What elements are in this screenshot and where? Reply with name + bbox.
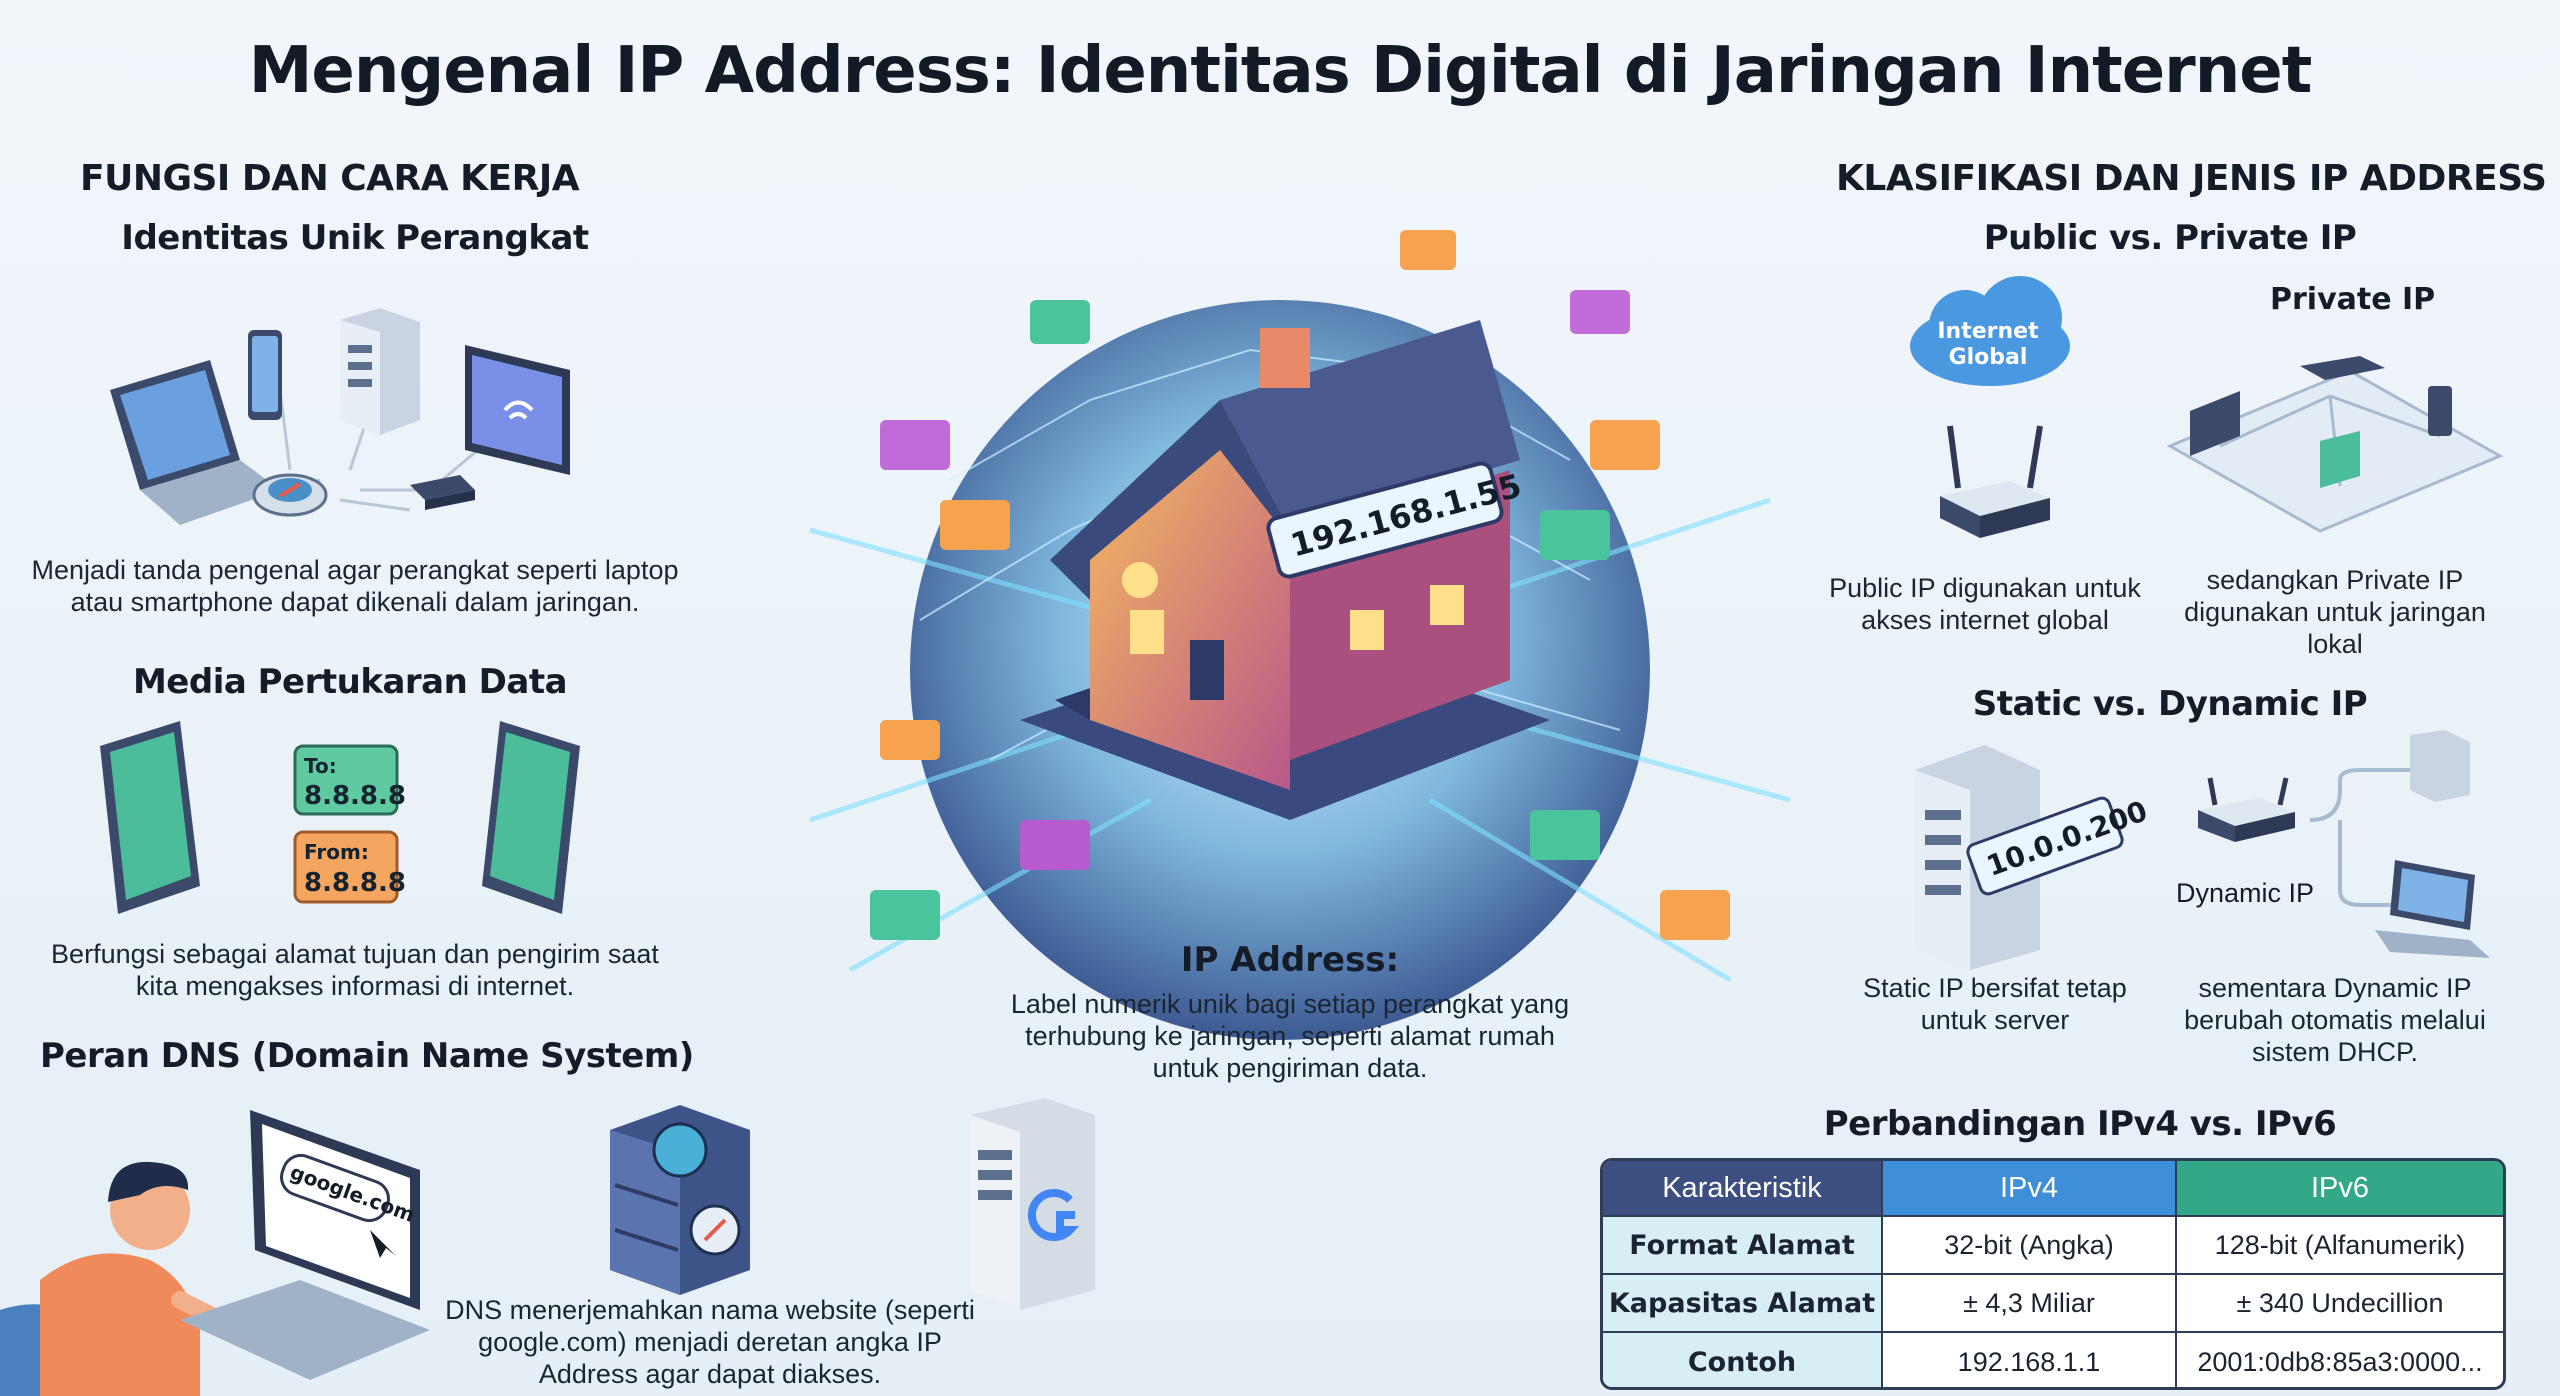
monitor-icon xyxy=(465,345,570,475)
tablet-right-icon xyxy=(482,721,580,914)
google-icon xyxy=(1027,1189,1080,1241)
private-router-icon xyxy=(2300,356,2385,380)
public-private-title: Public vs. Private IP xyxy=(1983,218,2357,258)
dns-illustration: google.com xyxy=(0,1098,1095,1396)
phone-icon xyxy=(2428,386,2452,436)
dynamic-ip-label: Dynamic IP xyxy=(2176,878,2315,908)
laptop-icon xyxy=(110,360,280,525)
public-private-illustration: Internet Global xyxy=(1910,276,2504,538)
static-ip-desc: Static IP bersifat tetap untuk server xyxy=(1863,973,2127,1035)
table-row-label: Contoh xyxy=(1603,1333,1883,1387)
devices-illustration xyxy=(110,308,570,525)
public-router-icon xyxy=(1940,425,2050,538)
right-section-heading: KLASIFIKASI DAN JENIS IP ADDRESS xyxy=(1836,158,2547,199)
to-packet: To: 8.8.8.8 xyxy=(293,744,406,816)
laptop-icon xyxy=(2190,391,2240,456)
ipv4-ipv6-comparison-table: Karakteristik IPv4 IPv6 Format Alamat 32… xyxy=(1600,1158,2506,1390)
cloud-icon: Internet Global xyxy=(1910,276,2070,386)
ip-address-caption-desc: Label numerik unik bagi setiap perangkat… xyxy=(1010,989,1570,1083)
public-ip-desc: Public IP digunakan untuk akses internet… xyxy=(1829,573,2141,635)
private-ip-desc: sedangkan Private IP digunakan untuk jar… xyxy=(2184,565,2486,659)
tablet-left-icon xyxy=(100,721,200,914)
identitas-desc: Menjadi tanda pengenal agar perangkat se… xyxy=(31,555,679,617)
to-ip: 8.8.8.8 xyxy=(304,781,406,811)
laptop-icon: google.com xyxy=(180,1110,430,1380)
from-label: From: xyxy=(304,840,369,864)
table-cell-ipv4: ± 4,3 Miliar xyxy=(1883,1275,2177,1333)
table-row-label: Format Alamat xyxy=(1603,1217,1883,1275)
static-dynamic-title: Static vs. Dynamic IP xyxy=(1972,684,2368,724)
router-compass-icon xyxy=(252,473,328,517)
table-cell-ipv6: 2001:0db8:85a3:0000... xyxy=(2197,1346,2483,1377)
dns-title: Peran DNS (Domain Name System) xyxy=(40,1036,694,1076)
table-cell-ipv4: 192.168.1.1 xyxy=(1883,1333,2177,1387)
table-header-ipv4: IPv4 xyxy=(1883,1161,2177,1217)
dynamic-ip-desc: sementara Dynamic IP berubah otomatis me… xyxy=(2184,973,2486,1067)
cloud-text-line1: Internet xyxy=(1937,319,2039,344)
page-title: Mengenal IP Address: Identitas Digital d… xyxy=(248,34,2313,108)
to-label: To: xyxy=(304,754,337,778)
chimney xyxy=(1260,328,1310,388)
media-illustration: To: 8.8.8.8 From: 8.8.8.8 xyxy=(100,721,580,914)
dns-desc: DNS menerjemahkan nama website (seperti … xyxy=(445,1295,975,1389)
table-header-karakteristik: Karakteristik xyxy=(1603,1161,1883,1217)
left-section-heading: FUNGSI DAN CARA KERJA xyxy=(80,158,580,199)
ip-address-caption-title: IP Address: xyxy=(1180,940,1400,980)
table-cell-ipv4: 32-bit (Angka) xyxy=(1883,1217,2177,1275)
identitas-title: Identitas Unik Perangkat xyxy=(121,218,589,258)
server-icon xyxy=(340,308,420,435)
private-network-icon xyxy=(2166,356,2504,533)
pc-icon xyxy=(2320,431,2360,488)
table-header-ipv6: IPv6 xyxy=(2177,1161,2503,1217)
media-desc: Berfungsi sebagai alamat tujuan dan peng… xyxy=(51,939,659,1001)
comparison-title: Perbandingan IPv4 vs. IPv6 xyxy=(1823,1104,2337,1144)
dynamic-router-icon xyxy=(2198,777,2295,842)
table-cell-ipv6: ± 340 Undecillion xyxy=(2177,1275,2503,1333)
from-packet: From: 8.8.8.8 xyxy=(293,830,406,904)
floating-packets xyxy=(870,230,1730,940)
ip-globe-illustration: 192.168.1.55 xyxy=(809,230,1791,1040)
google-server-icon xyxy=(970,1098,1095,1310)
house-icon xyxy=(1020,320,1550,820)
hub-icon xyxy=(410,475,475,510)
dns-server-icon xyxy=(610,1105,750,1295)
table-cell-ipv6: 128-bit (Alfanumerik) xyxy=(2177,1217,2503,1275)
media-title: Media Pertukaran Data xyxy=(132,662,568,702)
dynamic-server-icon xyxy=(2410,730,2470,802)
user-at-laptop xyxy=(0,1161,249,1396)
from-ip: 8.8.8.8 xyxy=(304,868,406,898)
smartphone-icon xyxy=(248,330,282,420)
cloud-text-line2: Global xyxy=(1949,345,2028,370)
static-dynamic-illustration: 10.0.0.200 xyxy=(1915,730,2490,970)
table-row-label: Kapasitas Alamat xyxy=(1603,1275,1883,1333)
globe-icon xyxy=(652,1122,708,1178)
dynamic-laptop-icon xyxy=(2375,860,2490,958)
private-ip-label: Private IP xyxy=(2270,282,2436,317)
